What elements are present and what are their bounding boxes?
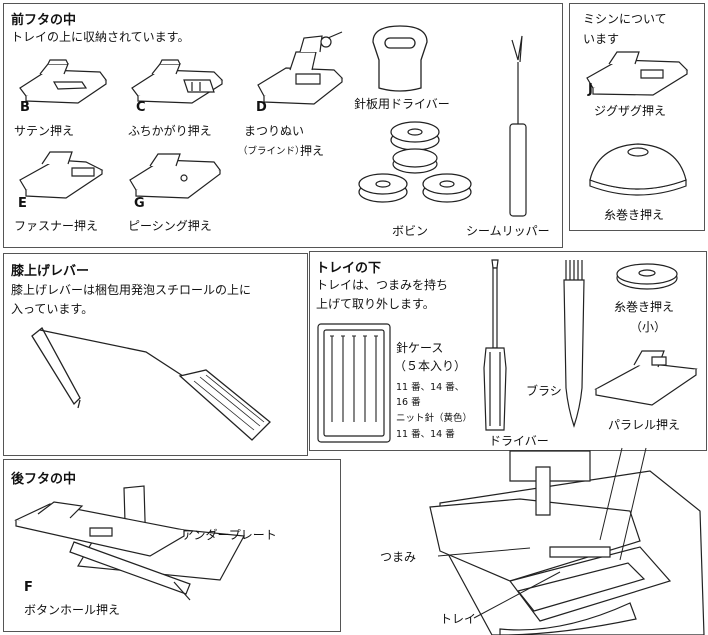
foot-b-label: サテン押え — [14, 124, 75, 138]
sewing-machine-illustration — [400, 451, 708, 635]
machine-title-line-1: ミシンについて — [583, 12, 667, 26]
foot-d-sub-label: （ブラインド） — [238, 146, 305, 157]
needle-sizes-line-2: 16 番 — [396, 397, 421, 408]
needle-sizes-line-4: 11 番、14 番 — [396, 429, 455, 440]
machine-title-line-2: います — [583, 32, 620, 46]
bobbins-illustration — [355, 112, 480, 222]
presser-foot-j-illustration — [583, 50, 693, 95]
foot-e-letter: E — [18, 196, 27, 211]
rear-lid-title: 後フタの中 — [11, 472, 77, 487]
front-lid-panel — [3, 3, 563, 248]
under-plate-and-buttonhole-foot-illustration — [14, 484, 250, 602]
small-spool-cap-illustration — [615, 262, 679, 290]
buttonhole-foot-label: ボタンホール押え — [24, 603, 121, 617]
buttonhole-foot-letter: F — [24, 580, 33, 595]
bobbin-label: ボビン — [392, 224, 429, 238]
presser-foot-e-illustration — [16, 150, 108, 198]
front-lid-title: 前フタの中 — [11, 13, 77, 28]
tray-under-title: トレイの下 — [316, 261, 382, 276]
foot-c-letter: C — [136, 100, 146, 115]
presser-foot-g-illustration — [128, 152, 223, 198]
foot-b-letter: B — [20, 100, 30, 115]
knee-lifter-illustration — [30, 326, 280, 446]
foot-g-letter: G — [134, 196, 145, 211]
foot-d-label-2: 押え — [300, 144, 325, 158]
brush-illustration — [558, 258, 592, 428]
needle-case-illustration — [316, 322, 392, 444]
needle-plate-driver-illustration — [365, 22, 435, 94]
screwdriver-illustration — [478, 258, 512, 433]
parallel-foot-label: パラレル押え — [608, 418, 681, 432]
foot-g-label: ピーシング押え — [128, 219, 212, 233]
foot-d-letter: D — [256, 100, 267, 115]
knee-lifter-title: 膝上げレバー — [11, 264, 90, 279]
foot-d-label: まつりぬい — [244, 124, 305, 138]
spool-cap-label: 糸巻き押え — [604, 208, 665, 222]
foot-e-label: ファスナー押え — [14, 219, 99, 233]
presser-foot-d-illustration — [250, 30, 350, 105]
spool-cap-illustration — [588, 140, 688, 202]
seam-ripper-illustration — [500, 32, 536, 217]
knob-callout-label: つまみ — [380, 550, 417, 564]
needle-case-label-line-2: （５本入り） — [394, 359, 467, 373]
tray-callout-label: トレイ — [440, 612, 477, 626]
seam-ripper-label: シームリッパー — [466, 224, 550, 238]
knee-lifter-desc-line-1: 膝上げレバーは梱包用発泡スチロールの上に — [11, 283, 252, 297]
knee-lifter-desc-line-2: 入っています。 — [11, 302, 94, 316]
foot-j-letter: J — [588, 82, 593, 97]
needle-sizes-line-1: 11 番、14 番、 — [396, 382, 465, 393]
presser-foot-c-illustration — [130, 58, 225, 103]
needle-sizes-line-3: ニット針（黄色） — [396, 413, 473, 424]
needle-case-label-line-1: 針ケース — [396, 341, 444, 355]
screwdriver-label: ドライバー — [489, 434, 549, 448]
needle-plate-driver-label: 針板用ドライバー — [354, 97, 450, 111]
brush-label: ブラシ — [526, 384, 562, 398]
foot-c-label: ふちかがり押え — [128, 124, 212, 138]
small-spool-cap-label-line-2: （小） — [630, 320, 667, 334]
under-plate-label: アンダープレート — [182, 528, 277, 542]
tray-under-desc-line-2: 上げて取り外します。 — [316, 297, 435, 311]
parallel-foot-illustration — [592, 345, 700, 407]
foot-j-label: ジグザグ押え — [594, 104, 667, 118]
tray-under-desc-line-1: トレイは、つまみを持ち — [316, 278, 449, 292]
front-lid-desc: トレイの上に収納されています。 — [11, 30, 190, 44]
small-spool-cap-label-line-1: 糸巻き押え — [614, 300, 675, 314]
presser-foot-b-illustration — [18, 58, 108, 103]
